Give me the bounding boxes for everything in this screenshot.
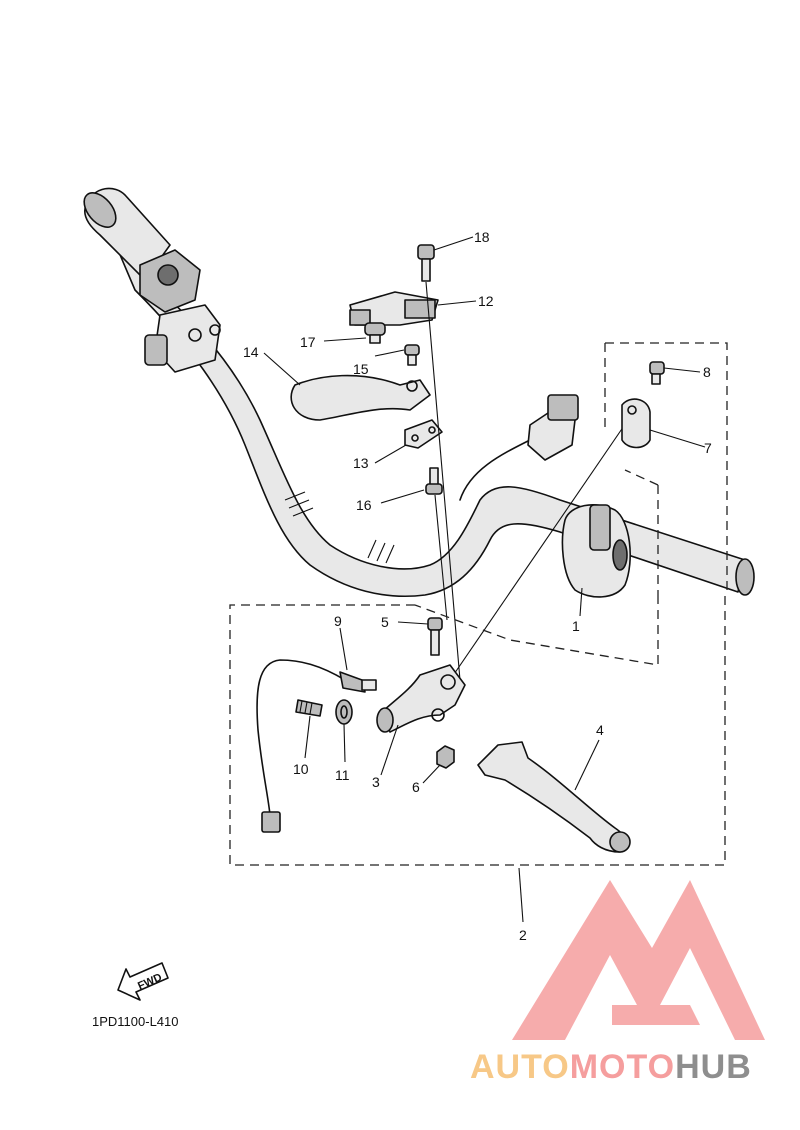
callout-1: 1 xyxy=(572,618,580,634)
callout-17: 17 xyxy=(300,334,316,350)
fwd-label: FWD xyxy=(136,971,164,992)
bolt-5 xyxy=(427,617,443,656)
callout-4: 4 xyxy=(596,722,604,738)
callout-14: 14 xyxy=(243,344,259,360)
diagram-code: 1PD1100-L410 xyxy=(92,1014,179,1029)
callout-13: 13 xyxy=(353,455,369,471)
kit-outline-1 xyxy=(414,342,728,666)
callout-15: 15 xyxy=(353,361,369,377)
adjuster-10 xyxy=(295,699,323,717)
callout-12: 12 xyxy=(478,293,494,309)
callout-2: 2 xyxy=(519,927,527,943)
callout-18: 18 xyxy=(474,229,490,245)
callout-3: 3 xyxy=(372,774,380,790)
callout-6: 6 xyxy=(412,779,420,795)
handlebar-switch xyxy=(561,504,631,598)
nut-6 xyxy=(436,745,455,769)
fwd-arrow-icon: FWD xyxy=(117,962,169,1001)
watermark-logo-icon xyxy=(512,880,765,1040)
screw-17 xyxy=(364,322,386,344)
callout-8: 8 xyxy=(703,364,711,380)
lever-holder-3 xyxy=(376,664,466,733)
alignment-lines xyxy=(425,281,629,681)
master-cylinder xyxy=(139,249,221,373)
callout-16: 16 xyxy=(356,497,372,513)
watermark-auto: AUTO xyxy=(470,1048,570,1086)
screw-8 xyxy=(649,361,665,385)
callout-5: 5 xyxy=(381,614,389,630)
locknut-11 xyxy=(335,699,353,725)
watermark-text: AUTOMOTOHUB xyxy=(470,1048,752,1087)
callout-9: 9 xyxy=(334,613,342,629)
callout-7: 7 xyxy=(704,440,712,456)
plate-13 xyxy=(404,419,443,449)
clamp-7 xyxy=(621,398,651,449)
switch-wire-connector xyxy=(459,394,579,501)
callout-10: 10 xyxy=(293,761,309,777)
callout-labels: 1 2 3 4 5 6 7 8 9 10 11 12 13 14 15 16 1… xyxy=(243,229,712,943)
watermark-hub: HUB xyxy=(675,1048,752,1086)
clutch-lever-4 xyxy=(477,741,631,853)
screw-15 xyxy=(404,344,420,366)
bolt-18 xyxy=(417,244,435,282)
cable-9 xyxy=(256,659,377,833)
bolt-16 xyxy=(425,467,443,495)
kit-outline-2 xyxy=(229,485,726,866)
watermark-moto: MOTO xyxy=(569,1048,676,1086)
callout-11: 11 xyxy=(335,767,350,783)
lever-14 xyxy=(290,374,431,421)
leader-lines xyxy=(263,236,706,923)
bracket-12 xyxy=(349,291,439,326)
left-grip xyxy=(83,187,171,281)
